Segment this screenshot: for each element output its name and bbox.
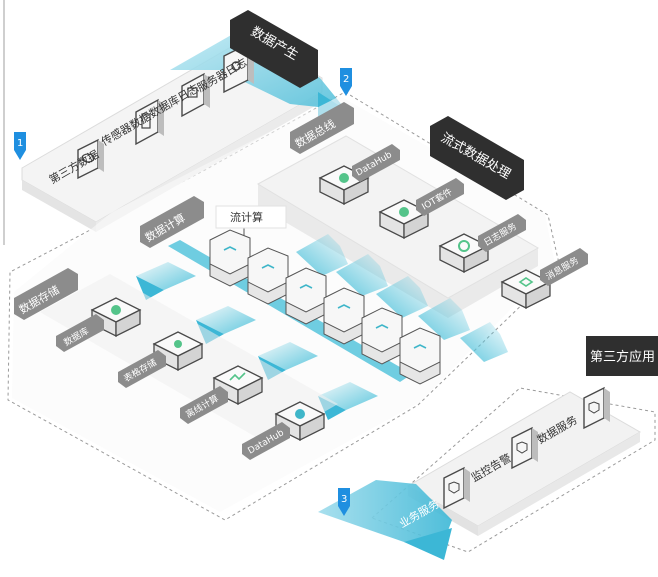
step-marker-3: 3 (338, 488, 350, 516)
tag-third-party-app: 第三方应用 (586, 336, 658, 376)
business-device (443, 466, 470, 510)
compute-stack-5 (361, 307, 403, 365)
step-marker-2: 2 (340, 68, 352, 96)
step-marker-3-label: 3 (341, 494, 347, 505)
sensor-device (135, 98, 164, 146)
db-log-device (181, 72, 210, 118)
compute-chart-icon (413, 344, 427, 349)
compute-stack-2 (247, 247, 289, 305)
label-stream-compute: 流计算 (230, 210, 263, 224)
db-log-icon (187, 87, 198, 98)
compute-chart-icon (299, 284, 313, 289)
compute-stack-4 (323, 287, 365, 345)
mq-icon (518, 277, 534, 287)
table-storage-icon (174, 340, 182, 348)
shield-icon (516, 441, 528, 454)
chat-bubble-icon (81, 153, 95, 163)
compute-stacks (209, 224, 441, 385)
compute-chart-icon (337, 304, 351, 309)
app-devices (443, 386, 610, 510)
step-marker-1: 1 (14, 132, 26, 160)
section-title-third-party-app: 第三方应用 (590, 349, 655, 365)
tag-data-storage: 数据存储 (14, 268, 78, 320)
log-icon (458, 240, 470, 252)
storage-service-boxes (90, 297, 326, 442)
business-flow-band (318, 480, 452, 552)
storage-box-database (90, 297, 142, 338)
datahub-icon (295, 409, 305, 419)
compute-stack-3 (285, 267, 327, 325)
compute-chart-icon (223, 246, 237, 251)
compute-chart-icon (375, 324, 389, 329)
bus-to-compute-arrows (296, 234, 508, 362)
compute-chart-icon (261, 264, 275, 269)
monitor-device (511, 426, 538, 470)
datahub-icon (339, 173, 349, 183)
tag-stream-compute: 流计算 (215, 205, 287, 229)
compute-stack-6 (399, 327, 441, 385)
data-service-device (583, 386, 610, 430)
third-party-device (77, 138, 104, 180)
compute-stack-1 (209, 229, 251, 287)
offline-compute-icon (229, 372, 246, 381)
shield-icon (448, 481, 460, 494)
server-log-icon (231, 61, 241, 71)
shield-icon (588, 401, 600, 414)
database-icon (111, 305, 121, 315)
zone-third-party-outline (371, 387, 656, 553)
bus-box-mq (500, 269, 552, 310)
business-flow-arrowhead (404, 528, 452, 560)
storage-box-table (152, 331, 204, 372)
step-marker-2-label: 2 (343, 74, 349, 85)
production-flow-band (170, 30, 346, 110)
iot-icon (399, 207, 409, 217)
step-marker-1-label: 1 (17, 138, 23, 149)
sensor-icon (141, 113, 151, 129)
